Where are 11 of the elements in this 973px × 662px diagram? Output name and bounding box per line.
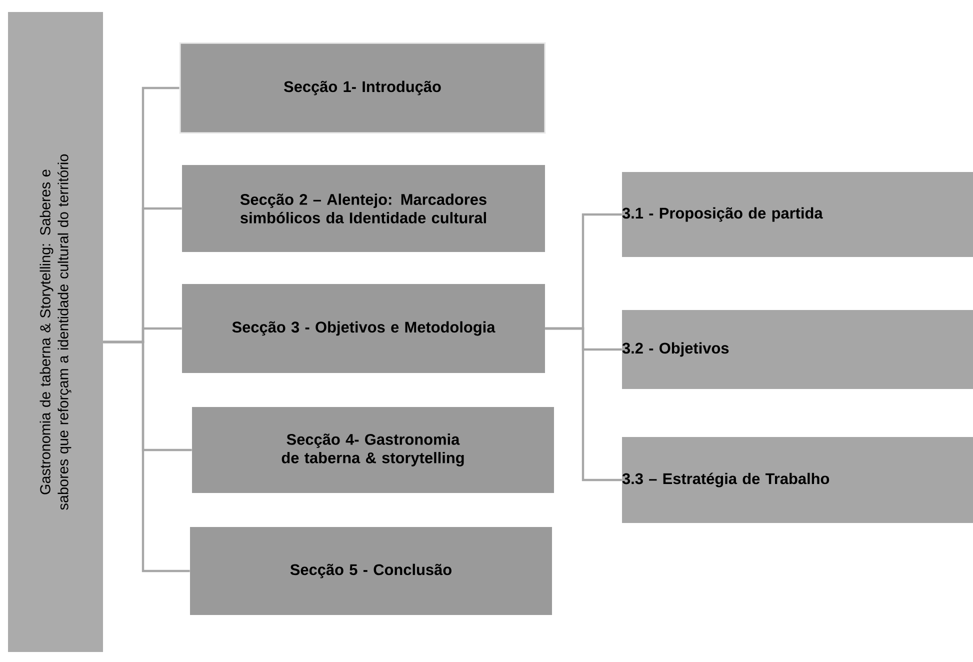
subsection-box: 3.2 - Objetivos — [622, 310, 973, 389]
connector-line — [545, 327, 622, 482]
section-box: Secção 4- Gastronomia de taberna & storytelling — [192, 407, 554, 493]
section-box: Secção 3 - Objetivos e Metodologia — [182, 284, 545, 373]
subsection-box: 3.3 – Estratégia de Trabalho — [622, 437, 973, 523]
connector-line — [103, 340, 190, 572]
section-box: Secção 2 – Alentejo: Marcadores simbólicos da Identidade cultural — [182, 165, 545, 252]
section-box: Secção 5 - Conclusão — [190, 527, 552, 615]
section-box: Secção 1- Introdução — [179, 42, 546, 134]
subsection-box: 3.1 - Proposição de partida — [622, 172, 973, 257]
title-bar: Gastronomia de taberna & Storytelling: Saberes e sabores que reforçam a identidade cultural do território — [8, 12, 103, 652]
